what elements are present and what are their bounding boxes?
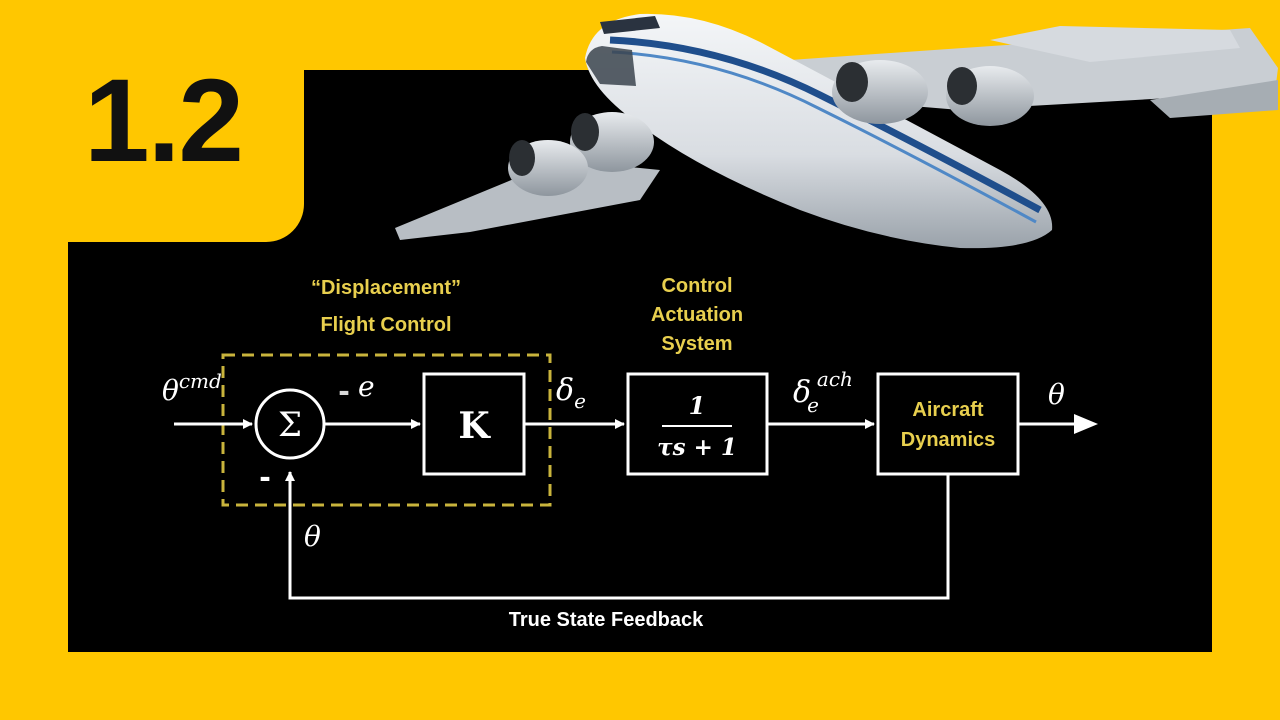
actuation-label: System: [661, 333, 732, 355]
elevator-command-label: δe: [556, 373, 586, 413]
output-signal-label: θ: [1048, 378, 1065, 411]
gain-label: K: [458, 405, 491, 447]
aircraft-fuselage: [585, 13, 1053, 249]
tf-denominator: τs + 1: [657, 434, 737, 461]
error-minus-sign: -: [338, 372, 349, 410]
actuation-label: Control: [661, 275, 732, 297]
feedback-label: True State Feedback: [509, 609, 704, 631]
error-signal-label: e: [358, 370, 375, 403]
feedback-path: [285, 471, 950, 600]
aircraft-dynamics-block: [876, 372, 1020, 476]
actuator-block: [626, 372, 769, 476]
aircraft-left-wing: [395, 160, 660, 240]
aircraft-illustration: [395, 13, 1278, 249]
tf-numerator: 1: [689, 391, 706, 420]
actuation-label: Actuation: [651, 304, 743, 326]
aircraft-tail: [990, 26, 1240, 62]
plant-label: Dynamics: [901, 429, 996, 451]
section-number: 1.2: [84, 55, 244, 187]
plant-label: Aircraft: [912, 399, 983, 421]
controller-label: Flight Control: [320, 314, 451, 336]
actual-elevator-label: δeach: [793, 367, 853, 417]
sum-symbol: Σ: [278, 405, 302, 445]
controller-boundary: [221, 353, 552, 507]
feedback-signal-label: θ: [304, 520, 321, 553]
controller-label: “Displacement”: [311, 277, 461, 299]
feedback-minus-sign: -: [259, 458, 270, 496]
section-tab: [0, 0, 304, 242]
input-signal-label: θcmd: [162, 369, 222, 407]
